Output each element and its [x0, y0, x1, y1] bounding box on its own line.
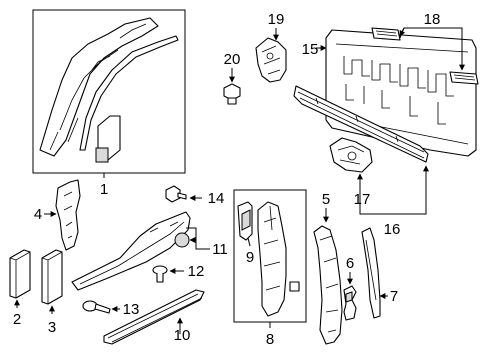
part-18-right: [449, 71, 479, 85]
callout-14: 14: [208, 190, 225, 207]
part-5-pillar: [313, 225, 343, 345]
callout-12: 12: [188, 263, 205, 280]
part-18-left: [371, 27, 401, 41]
part-8-small-clip: [289, 281, 300, 292]
part-11-grommet: [174, 232, 190, 248]
part-16-crossmember: [293, 85, 429, 163]
part-17-bracket: [329, 137, 373, 173]
callout-13: 13: [123, 301, 140, 318]
part-11-rocker-panel: [71, 211, 191, 291]
part-2-pad: [9, 249, 31, 299]
part-19-bracket: [255, 37, 287, 83]
callout-8: 8: [266, 331, 274, 348]
callout-19: 19: [268, 11, 285, 28]
callout-20: 20: [224, 51, 241, 68]
callout-5: 5: [322, 191, 330, 208]
callout-15: 15: [302, 41, 319, 58]
part-20-bolt: [223, 83, 241, 105]
callout-10: 10: [174, 327, 191, 344]
part-6-bracket: [343, 285, 357, 321]
part-8-pillar: [257, 201, 287, 317]
callout-2: 2: [13, 311, 21, 328]
part-8-group: [233, 189, 307, 323]
weatherstrip-channel: [79, 35, 179, 151]
back-panel-ribs: [343, 56, 454, 125]
callout-1: 1: [100, 181, 108, 198]
part-1-box: [32, 9, 186, 174]
part-12-clip: [152, 265, 168, 283]
part-4-bracket: [55, 179, 81, 251]
part-3-pad: [41, 249, 63, 305]
part-14-bolt: [165, 185, 187, 203]
callout-4: 4: [34, 206, 42, 223]
callout-9: 9: [246, 249, 254, 266]
callout-17: 17: [354, 191, 371, 208]
bracket-shaded-face: [95, 147, 109, 163]
callout-16: 16: [384, 221, 401, 238]
callout-7: 7: [390, 288, 398, 305]
part-7-strip: [361, 227, 381, 319]
callout-11: 11: [212, 241, 228, 258]
callout-18: 18: [424, 11, 441, 28]
upper-inner-panel: [39, 17, 159, 157]
part-1-group: [32, 9, 186, 174]
callout-6: 6: [346, 255, 354, 272]
callout-3: 3: [48, 319, 56, 336]
part-13-screw: [82, 300, 111, 314]
